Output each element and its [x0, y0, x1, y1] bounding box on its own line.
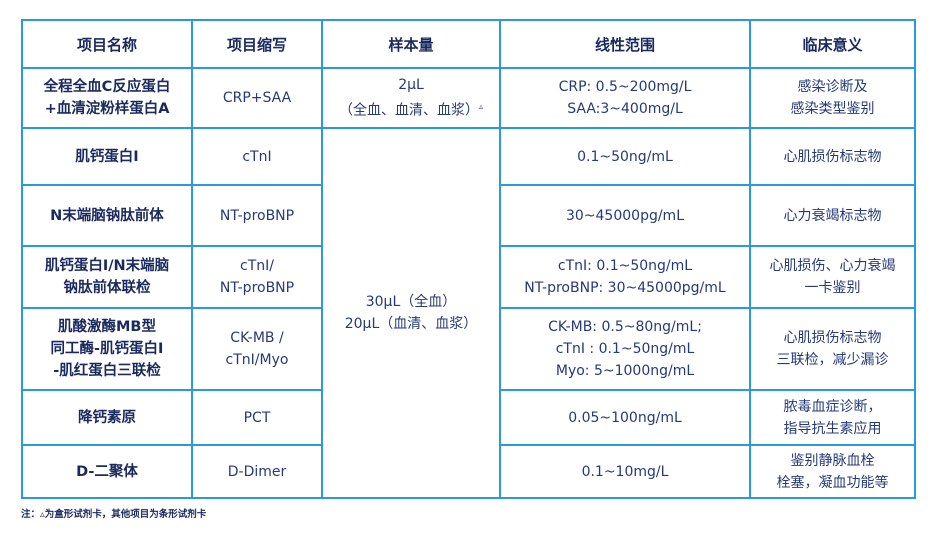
item-name: 肌酸激酶MB型 同工酶-肌钙蛋白I -肌红蛋白三联检 [21, 307, 193, 391]
item-name: 肌钙蛋白I [21, 127, 193, 186]
item-range: CK-MB: 0.5~80ng/mL; cTnI : 0.1~50ng/mL M… [499, 307, 751, 391]
shared-sample: 30μL（全血） 20μL（血清、血浆） [321, 127, 501, 499]
item-abbr: CRP+SAA [191, 67, 323, 129]
item-abbr: NT-proBNP [191, 184, 323, 247]
item-abbr: cTnI [191, 127, 323, 186]
item-meaning: 心肌损伤标志物 [749, 127, 916, 186]
header-row: 项目名称 项目缩写 样本量 线性范围 临床意义 [21, 19, 916, 69]
item-abbr: D-Dimer [191, 444, 323, 499]
table-row: 降钙素原 PCT 0.05~100ng/mL 脓毒血症诊断， 指导抗生素应用 [21, 389, 916, 446]
product-spec-table: 项目名称 项目缩写 样本量 线性范围 临床意义 全程全血C反应蛋白 +血清淀粉样… [21, 19, 916, 499]
table-row: D-二聚体 D-Dimer 0.1~10mg/L 鉴别静脉血栓 栓塞，凝血功能等 [21, 444, 916, 499]
header-name: 项目名称 [21, 19, 193, 69]
table-row: 肌钙蛋白I cTnI 30μL（全血） 20μL（血清、血浆） 0.1~50ng… [21, 127, 916, 499]
footnote: 注：▵为盒形试剂卡，其他项目为条形试剂卡 [21, 509, 207, 520]
item-sample: 2μL （全血、血清、血浆）▵ [321, 67, 501, 129]
table-row: 肌钙蛋白I/N末端脑 钠肽前体联检 cTnI/ NT-proBNP cTnI: … [21, 245, 916, 309]
item-range: 0.1~50ng/mL [499, 127, 751, 186]
table-row: 全程全血C反应蛋白 +血清淀粉样蛋白A CRP+SAA 2μL （全血、血清、血… [21, 67, 916, 129]
item-meaning: 心力衰竭标志物 [749, 184, 916, 247]
item-range: CRP: 0.5~200mg/L SAA:3~400mg/L [499, 67, 751, 129]
item-abbr: PCT [191, 389, 323, 446]
header-sample: 样本量 [321, 19, 501, 69]
item-range: 30~45000pg/mL [499, 184, 751, 247]
item-meaning: 脓毒血症诊断， 指导抗生素应用 [749, 389, 916, 446]
item-meaning: 心肌损伤标志物 三联检，减少漏诊 [749, 307, 916, 391]
item-abbr: CK-MB / cTnI/Myo [191, 307, 323, 391]
table-row: N末端脑钠肽前体 NT-proBNP 30~45000pg/mL 心力衰竭标志物 [21, 184, 916, 247]
item-meaning: 心肌损伤、心力衰竭 一卡鉴别 [749, 245, 916, 309]
item-meaning: 鉴别静脉血栓 栓塞，凝血功能等 [749, 444, 916, 499]
item-name: D-二聚体 [21, 444, 193, 499]
item-name: 肌钙蛋白I/N末端脑 钠肽前体联检 [21, 245, 193, 309]
item-range: cTnI: 0.1~50ng/mL NT-proBNP: 30~45000pg/… [499, 245, 751, 309]
item-abbr: cTnI/ NT-proBNP [191, 245, 323, 309]
table-row: 肌酸激酶MB型 同工酶-肌钙蛋白I -肌红蛋白三联检 CK-MB / cTnI/… [21, 307, 916, 391]
box-card-mark: ▵ [478, 102, 483, 112]
item-name: 降钙素原 [21, 389, 193, 446]
header-abbr: 项目缩写 [191, 19, 323, 69]
header-meaning: 临床意义 [749, 19, 916, 69]
item-name: N末端脑钠肽前体 [21, 184, 193, 247]
header-range: 线性范围 [499, 19, 751, 69]
item-meaning: 感染诊断及 感染类型鉴别 [749, 67, 916, 129]
item-range: 0.1~10mg/L [499, 444, 751, 499]
item-range: 0.05~100ng/mL [499, 389, 751, 446]
item-name: 全程全血C反应蛋白 +血清淀粉样蛋白A [21, 67, 193, 129]
